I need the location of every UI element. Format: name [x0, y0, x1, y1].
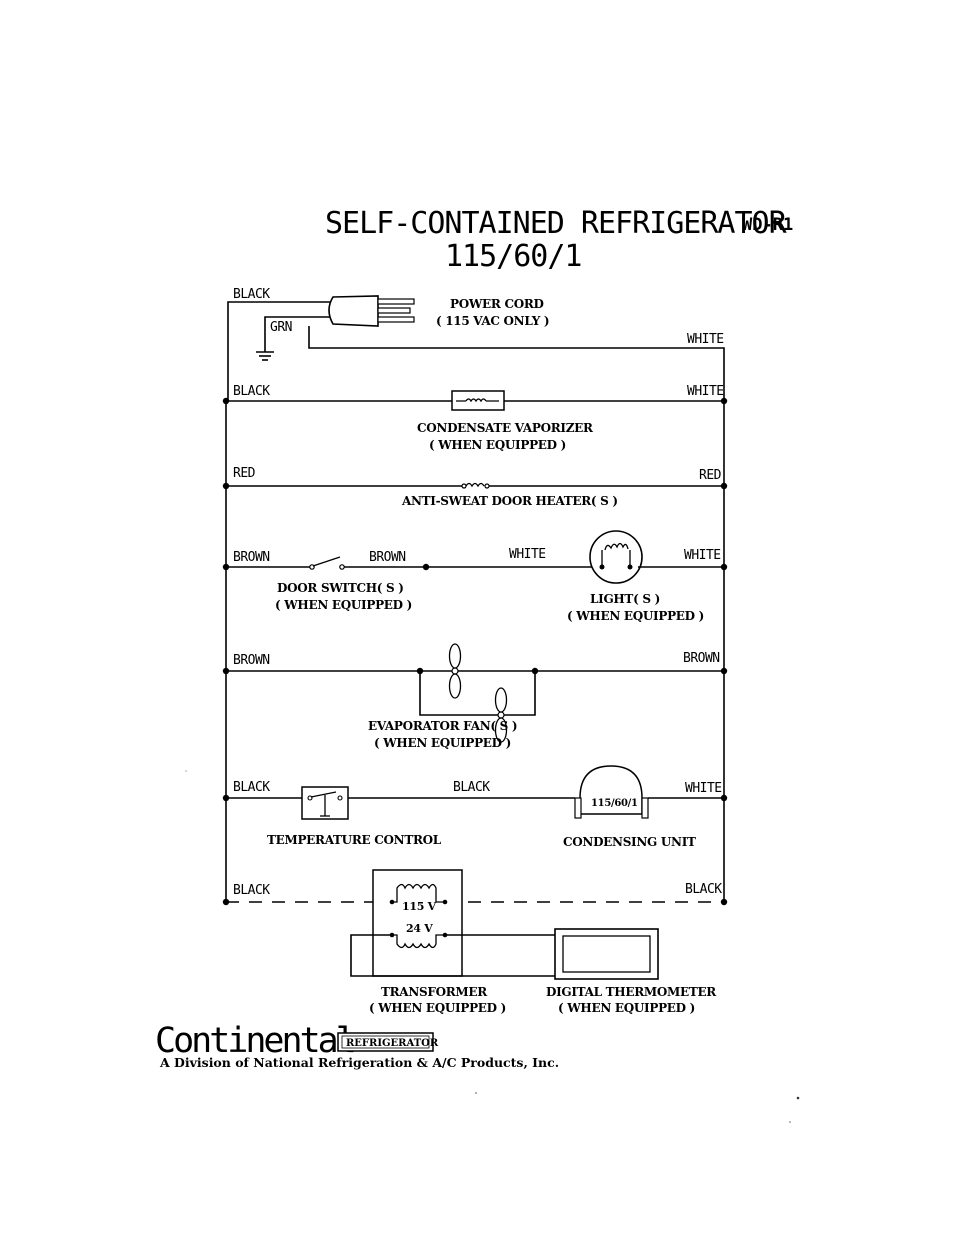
rung4-left-label: BROWN	[233, 653, 270, 668]
transformer-secondary-label: 24 V	[406, 922, 433, 935]
condensing-unit-label: CONDENSING UNIT	[563, 835, 696, 849]
brand-tag: REFRIGERATOR	[346, 1038, 439, 1049]
rung-evaporator-fans	[222, 643, 728, 743]
diagram-rating: 115/60/1	[445, 239, 582, 274]
rung-door-switch-light	[222, 530, 728, 584]
fan-icon	[494, 687, 508, 743]
rung-anti-sweat-heater	[222, 482, 728, 490]
plug-icon	[328, 295, 415, 327]
supply-rails	[225, 400, 725, 902]
transformer-note: ( WHEN EQUIPPED )	[369, 1001, 506, 1015]
transformer-primary-label: 115 V	[402, 900, 437, 913]
rung6-right-label: BLACK	[685, 882, 722, 897]
rung-condensate-vaporizer	[222, 390, 728, 411]
rung1-left-label: BLACK	[233, 384, 270, 399]
power-cord	[227, 295, 725, 400]
digital-thermometer-label: DIGITAL THERMOMETER	[546, 985, 717, 999]
rung6-left-label: BLACK	[233, 883, 270, 898]
rung-temp-control-condensing: 115/60/1	[222, 765, 728, 820]
condensing-unit-icon: 115/60/1	[574, 765, 649, 819]
evaporator-fan-note: ( WHEN EQUIPPED )	[374, 736, 511, 750]
brand-name: Continental	[155, 1021, 354, 1061]
rung3-left-label: BROWN	[233, 550, 270, 565]
wire-label-white: WHITE	[687, 332, 724, 347]
wire-label-black: BLACK	[233, 287, 270, 302]
rung5-right-label: WHITE	[685, 781, 722, 796]
rung4-right-label: BROWN	[683, 651, 720, 666]
transformer-icon: 115 V 24 V	[372, 869, 463, 977]
door-switch-note: ( WHEN EQUIPPED )	[275, 598, 412, 612]
brand-block: Continental REFRIGERATOR A Division of N…	[155, 1021, 559, 1070]
rung3-mid-label-1: BROWN	[369, 550, 406, 565]
diagram-code: WD-R1	[742, 215, 793, 235]
condensate-vaporizer-note: ( WHEN EQUIPPED )	[429, 438, 566, 452]
diagram-title: SELF-CONTAINED REFRIGERATOR	[325, 206, 788, 241]
rung3-right-label: WHITE	[684, 548, 721, 563]
condensate-vaporizer-label: CONDENSATE VAPORIZER	[417, 421, 594, 435]
wire-label-green: GRN	[270, 320, 292, 335]
rung2-right-label: RED	[699, 468, 722, 483]
transformer-label: TRANSFORMER	[381, 985, 488, 999]
door-switch-label: DOOR SWITCH( S )	[277, 581, 404, 595]
anti-sweat-heater-label: ANTI-SWEAT DOOR HEATER( S )	[401, 494, 618, 508]
rung5-left-label: BLACK	[233, 780, 270, 795]
digital-thermometer-note: ( WHEN EQUIPPED )	[558, 1001, 695, 1015]
ground-icon	[256, 351, 274, 361]
evaporator-fan-label: EVAPORATOR FAN( S )	[368, 719, 517, 733]
power-cord-note: ( 115 VAC ONLY )	[436, 314, 549, 328]
door-switch-icon	[309, 556, 345, 570]
light-note: ( WHEN EQUIPPED )	[567, 609, 704, 623]
fan-icon	[448, 643, 462, 699]
power-cord-label: POWER CORD	[450, 297, 544, 311]
temperature-control-icon	[301, 786, 349, 820]
rung-transformer-thermometer: 115 V 24 V	[222, 869, 728, 980]
digital-thermometer-icon	[554, 928, 659, 980]
condensing-unit-rating: 115/60/1	[591, 798, 638, 809]
temperature-control-label: TEMPERATURE CONTROL	[267, 833, 442, 847]
scan-specks	[185, 770, 800, 1123]
light-label: LIGHT( S )	[590, 592, 660, 606]
brand-division: A Division of National Refrigeration & A…	[159, 1055, 559, 1070]
rung1-right-label: WHITE	[687, 384, 724, 399]
light-icon	[589, 530, 643, 584]
rung3-mid-label-2: WHITE	[509, 547, 546, 562]
rung2-left-label: RED	[233, 466, 256, 481]
rung5-mid-label: BLACK	[453, 780, 490, 795]
